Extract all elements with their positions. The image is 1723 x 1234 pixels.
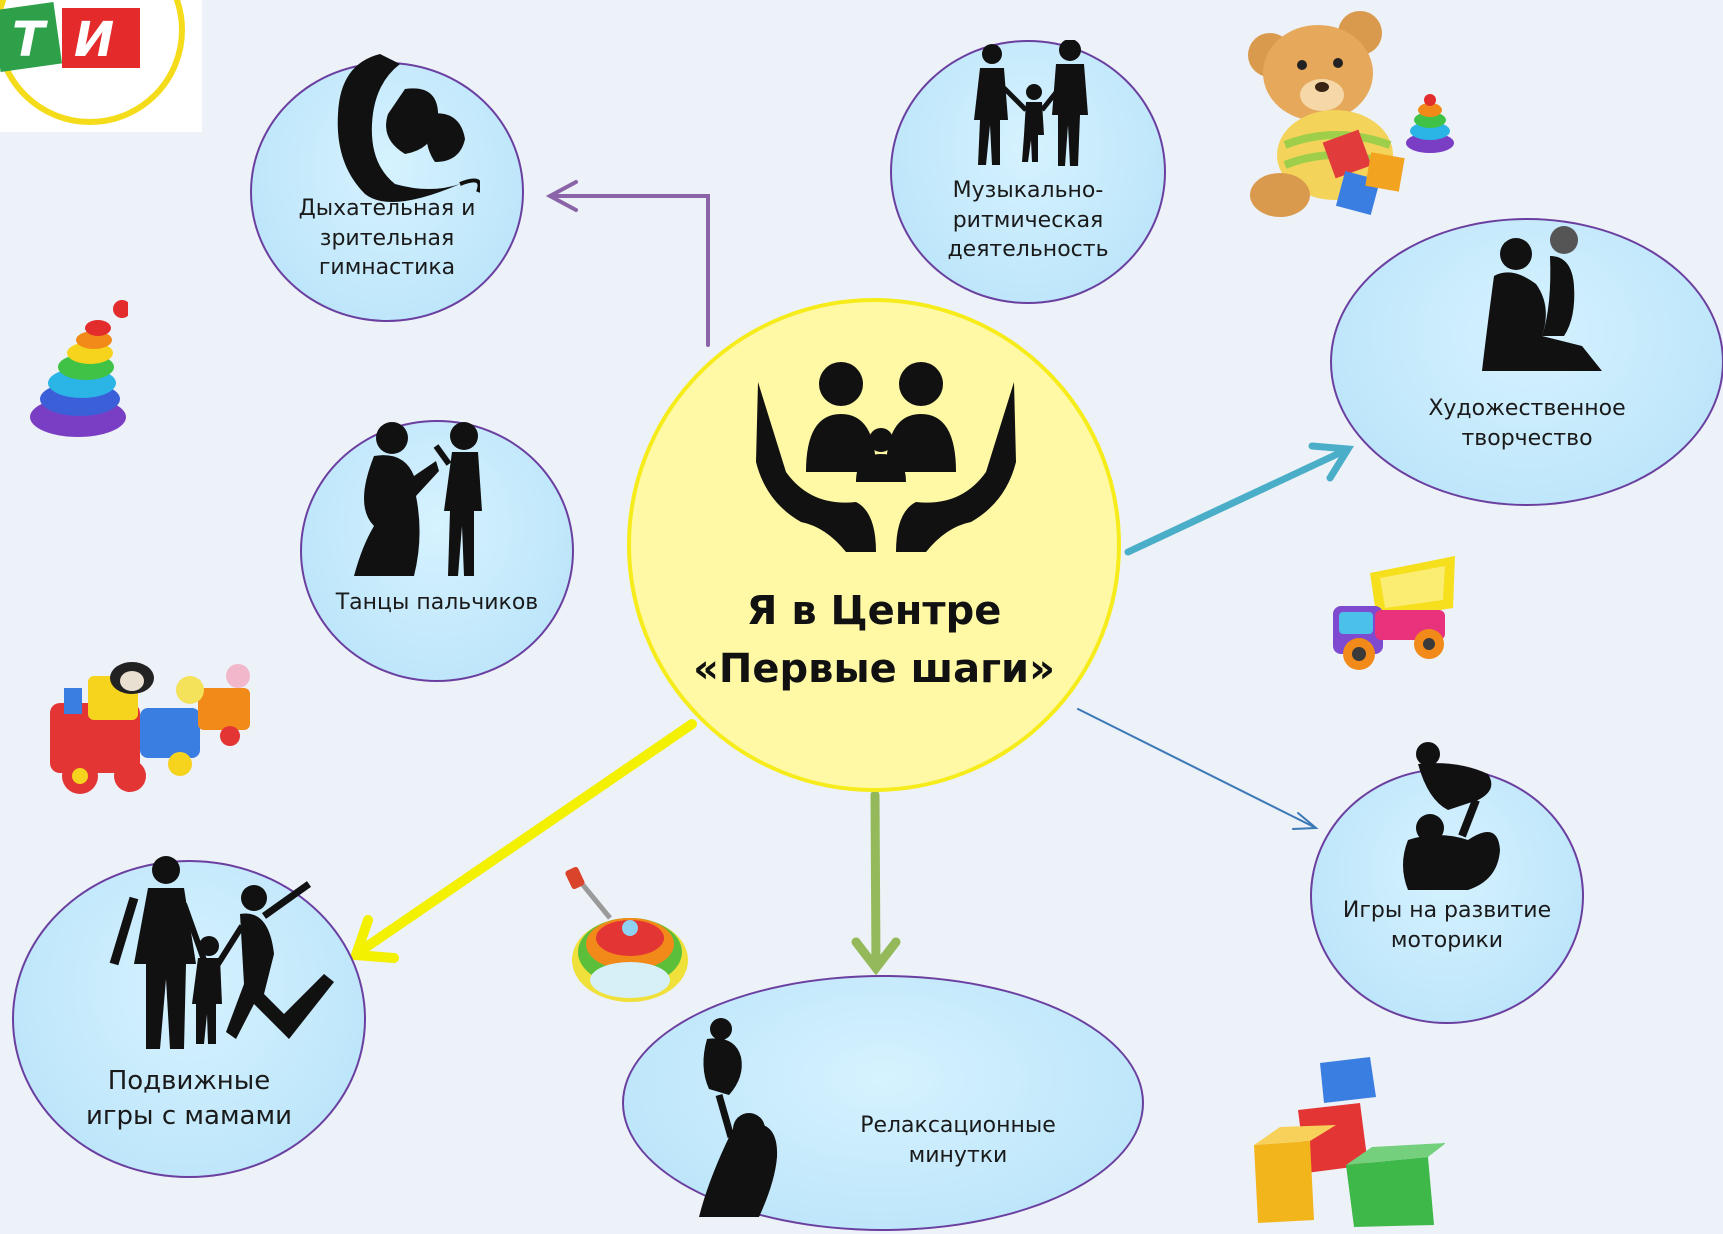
node-outdoor-label: Подвижные игры с мамами [85, 1066, 293, 1132]
node-art: Художественное творчество [1330, 218, 1723, 506]
family-jumping-silhouette-icon [109, 856, 334, 1049]
center-circle: Я в Центре «Первые шаги» [627, 298, 1121, 792]
arrow-to-outdoor [349, 719, 697, 963]
node-relax-label: Релаксационные минутки [860, 1113, 1056, 1168]
logo-graphic: Т И [0, 0, 185, 125]
family-in-hands-icon [756, 362, 1016, 552]
mother-child-clapping-icon [354, 422, 482, 576]
node-outdoor-games: Подвижные игры с мамами [12, 856, 366, 1178]
mother-child-silhouette-icon [337, 54, 480, 202]
arrow-to-breathing [545, 180, 710, 347]
svg-text:Т: Т [12, 12, 48, 68]
node-motor-label: Игры на развитие моторики [1342, 898, 1552, 953]
arrow-to-relax [851, 790, 901, 976]
node-breathing-label: Дыхательная и зрительная гимнастика [298, 196, 476, 281]
arrow-to-motor [1077, 708, 1319, 830]
stacking-pyramid-icon [30, 300, 128, 437]
logo: Т И [0, 0, 202, 132]
teddy-bear-icon [1248, 11, 1454, 217]
svg-text:И: И [74, 12, 114, 68]
mother-lifting-baby-icon [699, 1018, 778, 1217]
node-relaxation: Релаксационные минутки [622, 975, 1144, 1231]
mother-drawing-with-child-icon [1482, 226, 1602, 371]
toy-blocks-icon [1254, 1057, 1445, 1227]
father-lifting-child-icon [1403, 742, 1500, 890]
node-music-label: Музыкально-ритмическая деятельность [947, 178, 1109, 263]
node-art-label: Художественное творчество [1428, 396, 1626, 451]
node-breathing-gymnastics: Дыхательная и зрительная гимнастика [250, 54, 524, 322]
arrow-to-art [1124, 442, 1354, 556]
center-title: Я в Центре «Первые шаги» [693, 588, 1055, 692]
node-finger-dance: Танцы пальчиков [300, 420, 574, 682]
node-motor-skills: Игры на развитие моторики [1310, 742, 1584, 1024]
node-finger-dance-label: Танцы пальчиков [335, 590, 539, 615]
spinning-top-icon [565, 866, 688, 1002]
toy-train-icon [50, 662, 250, 794]
node-music-rhythm: Музыкально-ритмическая деятельность [890, 40, 1166, 304]
toy-truck-icon [1333, 556, 1455, 670]
family-walking-silhouette-icon [974, 40, 1088, 166]
